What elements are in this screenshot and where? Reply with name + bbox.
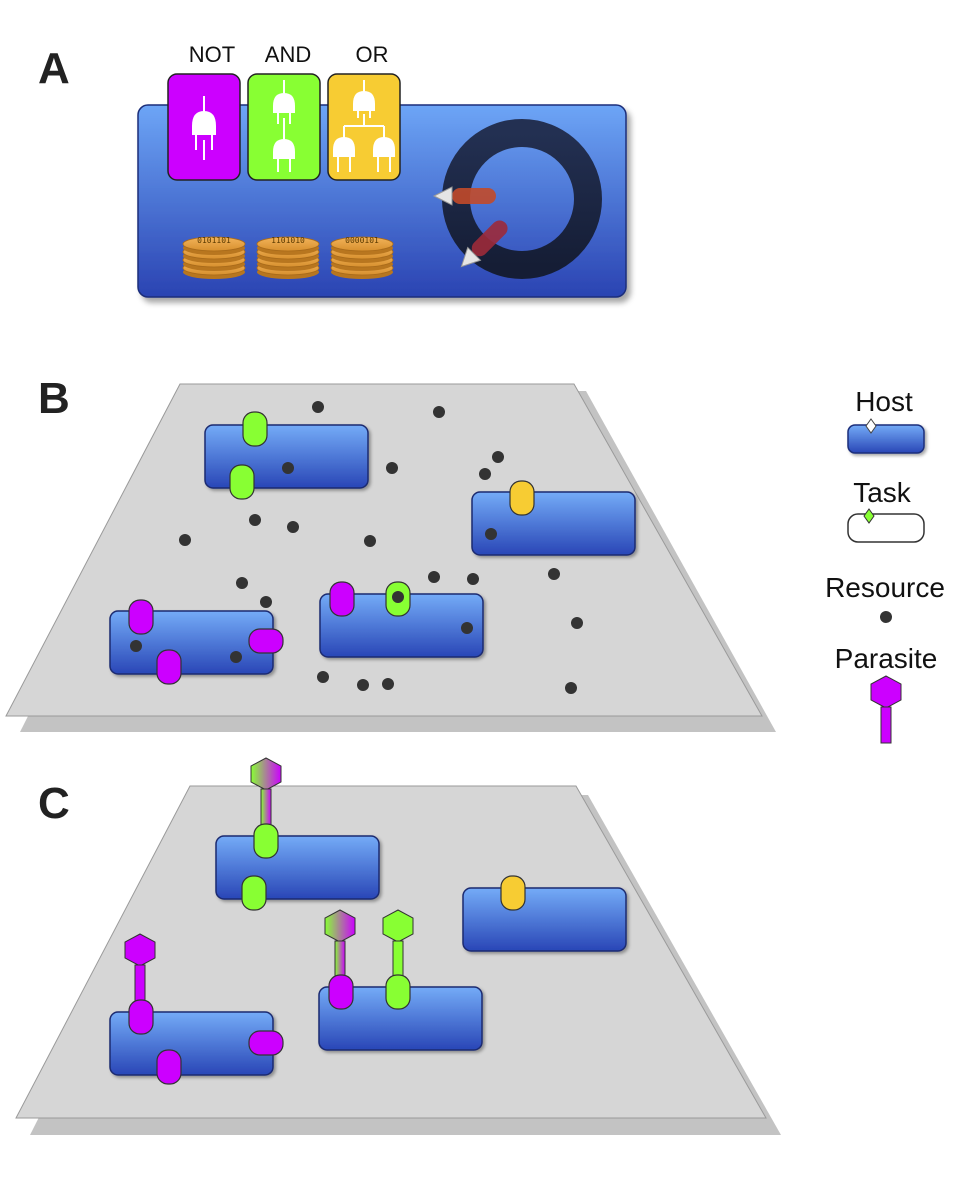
panel-label-c: C [38,779,70,828]
and-task [253,823,279,859]
resource-dot [282,462,294,474]
parasite [250,757,282,856]
resource-dot [571,617,583,629]
resource-dot [461,622,473,634]
and-task [229,464,255,500]
not-task [128,999,154,1035]
memory-stack: 0000101 [330,236,394,279]
and-task [242,411,268,447]
not-gate [167,73,241,181]
resource-dot [479,468,491,480]
resource-dot [317,671,329,683]
resource-dot [492,451,504,463]
resource-dot [364,535,376,547]
resource-dot [428,571,440,583]
memory-bits: 0000101 [345,236,379,245]
resource-dot [467,573,479,585]
not-task [328,974,354,1010]
panel-c-environment [15,757,781,1135]
legend-task-label: Task [853,477,912,508]
legend-resource-dot-icon [880,611,892,623]
panel-label-a: A [38,44,70,93]
resource-dot [230,651,242,663]
host-cell [215,835,380,900]
resources [179,401,583,694]
not-gate-label: NOT [189,42,235,67]
not-task [156,649,182,685]
and-gate [247,73,321,181]
or-task [500,875,526,911]
resource-dot [485,528,497,540]
genome-ring [432,119,602,279]
or-gate [327,73,401,181]
and-task [241,875,267,911]
resource-dot [433,406,445,418]
resource-dot [236,577,248,589]
hosts [109,823,627,1085]
legend-resource-label: Resource [825,572,945,603]
panel-b-environment [5,383,776,732]
not-task [329,581,355,617]
not-task [156,1049,182,1085]
resource-dot [548,568,560,580]
and-gate-label: AND [265,42,311,67]
memory-bits: 0101101 [197,236,231,245]
or-gate-icon [333,80,395,172]
resource-dot [382,678,394,690]
panel-a-cell: NOT AND OR 0101101 1101010 0000101 [137,42,627,298]
memory-stacks: 0101101 1101010 0000101 [182,236,394,279]
resource-dot [392,591,404,603]
not-task [248,1030,284,1056]
or-gate-label: OR [356,42,389,67]
resource-dot [312,401,324,413]
resource-dot [287,521,299,533]
resource-dot [565,682,577,694]
and-gate-icon [273,80,295,172]
memory-stack: 0101101 [182,236,246,279]
panel-label-b: B [38,374,70,423]
legend-task-marker-icon [863,508,875,524]
hosts [109,411,636,685]
not-task [248,628,284,654]
legend-parasite-icon [870,675,902,744]
legend-host-marker-icon [865,418,877,434]
not-gate-icon [192,96,216,160]
resource-dot [179,534,191,546]
legend: Host Task Resource Parasite [825,386,945,744]
and-task [385,974,411,1010]
resource-dot [357,679,369,691]
resource-dot [260,596,272,608]
memory-stack: 1101010 [256,236,320,279]
host-cell [471,491,636,556]
read-head-pointer [432,186,496,206]
legend-host-label: Host [855,386,913,417]
or-task [509,480,535,516]
host-cell [462,887,627,952]
write-head-pointer [460,220,508,268]
not-task [128,599,154,635]
legend-parasite-label: Parasite [835,643,938,674]
memory-bits: 1101010 [271,236,305,245]
resource-dot [386,462,398,474]
legend-task-swatch [847,513,925,543]
legend-host-swatch [847,424,925,454]
resource-dot [130,640,142,652]
resource-dot [249,514,261,526]
